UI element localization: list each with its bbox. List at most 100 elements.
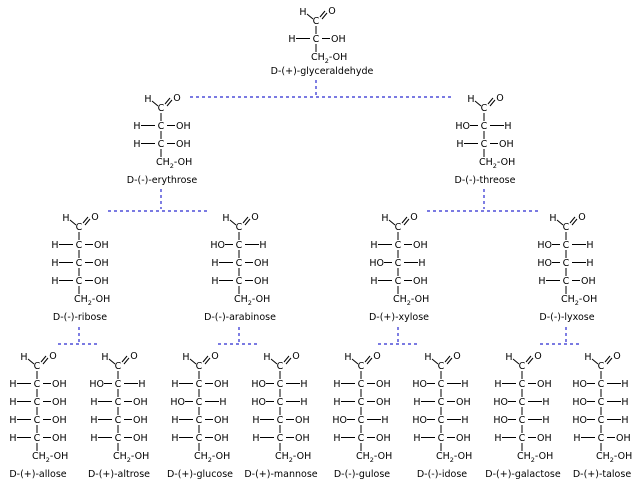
aldehyde-carbon: C — [438, 361, 445, 372]
hydroxyl-group: OH — [94, 240, 109, 251]
hydrogen-substituent: H — [538, 276, 545, 287]
aldehyde-carbon: C — [598, 361, 605, 372]
hydroxyl-group: HO — [251, 397, 266, 408]
chiral-carbon: C — [598, 415, 605, 426]
ch2-subscript: 2 — [610, 456, 614, 464]
carbonyl-double-bond-a — [487, 97, 494, 105]
hydrogen-substituent: H — [370, 276, 377, 287]
carbonyl-oxygen: O — [91, 212, 98, 223]
ch2oh-group: CH2-OH — [234, 294, 270, 307]
aldehyde-hydrogen: H — [424, 352, 431, 363]
aldehyde-carbon: C — [158, 103, 165, 114]
hydroxyl-group: OH — [176, 139, 191, 150]
hydroxyl-group: OH — [413, 240, 428, 251]
ch2-subscript: 2 — [208, 456, 212, 464]
hydroxyl-group: OH — [52, 433, 67, 444]
aldehyde-h-bond — [306, 13, 314, 20]
chiral-carbon: C — [196, 397, 203, 408]
hydrogen-substituent: H — [252, 415, 259, 426]
aldehyde-hydrogen: H — [263, 352, 270, 363]
aldehyde-hydrogen: H — [584, 352, 591, 363]
compound-name-xylose: D-(+)-xylose — [369, 312, 429, 323]
carbonyl-double-bond-a — [82, 216, 89, 224]
aldehyde-hydrogen: H — [549, 213, 556, 224]
hydroxyl-group: HO — [251, 379, 266, 390]
hydrogen-substituent: H — [621, 397, 628, 408]
hydrogen-substituent: H — [494, 379, 501, 390]
ch2-subscript: 2 — [575, 299, 579, 307]
ch2-label: CH — [194, 451, 208, 462]
chiral-carbon: C — [519, 433, 526, 444]
ch2oh-group: CH2-OH — [32, 451, 68, 464]
carbonyl-double-bond-a — [401, 216, 408, 224]
aldehyde-h-bond — [27, 358, 35, 365]
carbonyl-oxygen: O — [410, 212, 417, 223]
hydroxyl-group: OH — [254, 276, 269, 287]
carbonyl-double-bond-b — [123, 357, 130, 365]
ch2-subscript: 2 — [248, 299, 252, 307]
hydroxyl-group: HO — [332, 415, 347, 426]
chiral-carbon: C — [277, 379, 284, 390]
ch2-subscript: 2 — [127, 456, 131, 464]
aldehyde-h-bond — [189, 358, 197, 365]
hydroxyl-group: HO — [493, 397, 508, 408]
hydroxyl-group: HO — [572, 379, 587, 390]
ch2-subscript: 2 — [407, 299, 411, 307]
chiral-carbon: C — [481, 121, 488, 132]
chiral-carbon: C — [358, 415, 365, 426]
compound-name-idose: D-(-)-idose — [417, 469, 467, 480]
hydroxyl-group: HO — [412, 379, 427, 390]
oh-label: -OH — [329, 52, 347, 63]
compound-name-glyceraldehyde: D-(+)-glyceraldehyde — [271, 66, 374, 77]
aldehyde-h-bond — [108, 358, 116, 365]
aldehyde-hydrogen: H — [62, 213, 69, 224]
carbonyl-double-bond-a — [40, 355, 47, 363]
hydroxyl-group: OH — [214, 433, 229, 444]
chiral-carbon: C — [519, 397, 526, 408]
hydrogen-substituent: H — [211, 258, 218, 269]
carbonyl-double-bond-a — [283, 355, 290, 363]
oh-label: -OH — [174, 157, 192, 168]
hydrogen-substituent: H — [252, 433, 259, 444]
aldehyde-h-bond — [512, 358, 520, 365]
compound-name-allose: D-(+)-allose — [9, 469, 66, 480]
ch2oh-group: CH2-OH — [194, 451, 230, 464]
ch2-label: CH — [561, 294, 575, 305]
hydroxyl-group: HO — [493, 415, 508, 426]
aldehyde-carbon: C — [395, 222, 402, 233]
chiral-carbon: C — [395, 276, 402, 287]
hydrogen-substituent: H — [461, 415, 468, 426]
hydrogen-substituent: H — [9, 397, 16, 408]
aldehyde-h-bond — [556, 219, 564, 226]
aldehyde-h-bond — [151, 100, 159, 107]
compound-name-glucose: D-(+)-glucose — [167, 469, 233, 480]
carbonyl-double-bond-a — [242, 216, 249, 224]
carbonyl-double-bond-b — [403, 218, 410, 226]
hydrogen-substituent: H — [138, 379, 145, 390]
ch2-label: CH — [275, 451, 289, 462]
aldehyde-carbon: C — [34, 361, 41, 372]
oh-label: -OH — [92, 294, 110, 305]
chiral-carbon: C — [76, 258, 83, 269]
hydrogen-substituent: H — [300, 397, 307, 408]
aldehyde-h-bond — [69, 219, 77, 226]
chiral-carbon: C — [358, 397, 365, 408]
ch2oh-group: CH2-OH — [596, 451, 632, 464]
hydrogen-substituent: H — [9, 433, 16, 444]
hydroxyl-group: OH — [295, 415, 310, 426]
oh-label: -OH — [579, 294, 597, 305]
chiral-carbon: C — [115, 433, 122, 444]
ch2-label: CH — [479, 157, 493, 168]
chiral-carbon: C — [395, 240, 402, 251]
chiral-carbon: C — [34, 397, 41, 408]
chiral-carbon: C — [34, 433, 41, 444]
chiral-carbon: C — [158, 121, 165, 132]
hydroxyl-group: OH — [52, 379, 67, 390]
hydrogen-substituent: H — [171, 433, 178, 444]
hydrogen-substituent: H — [133, 139, 140, 150]
carbonyl-double-bond-b — [366, 357, 373, 365]
carbonyl-double-bond-a — [364, 355, 371, 363]
